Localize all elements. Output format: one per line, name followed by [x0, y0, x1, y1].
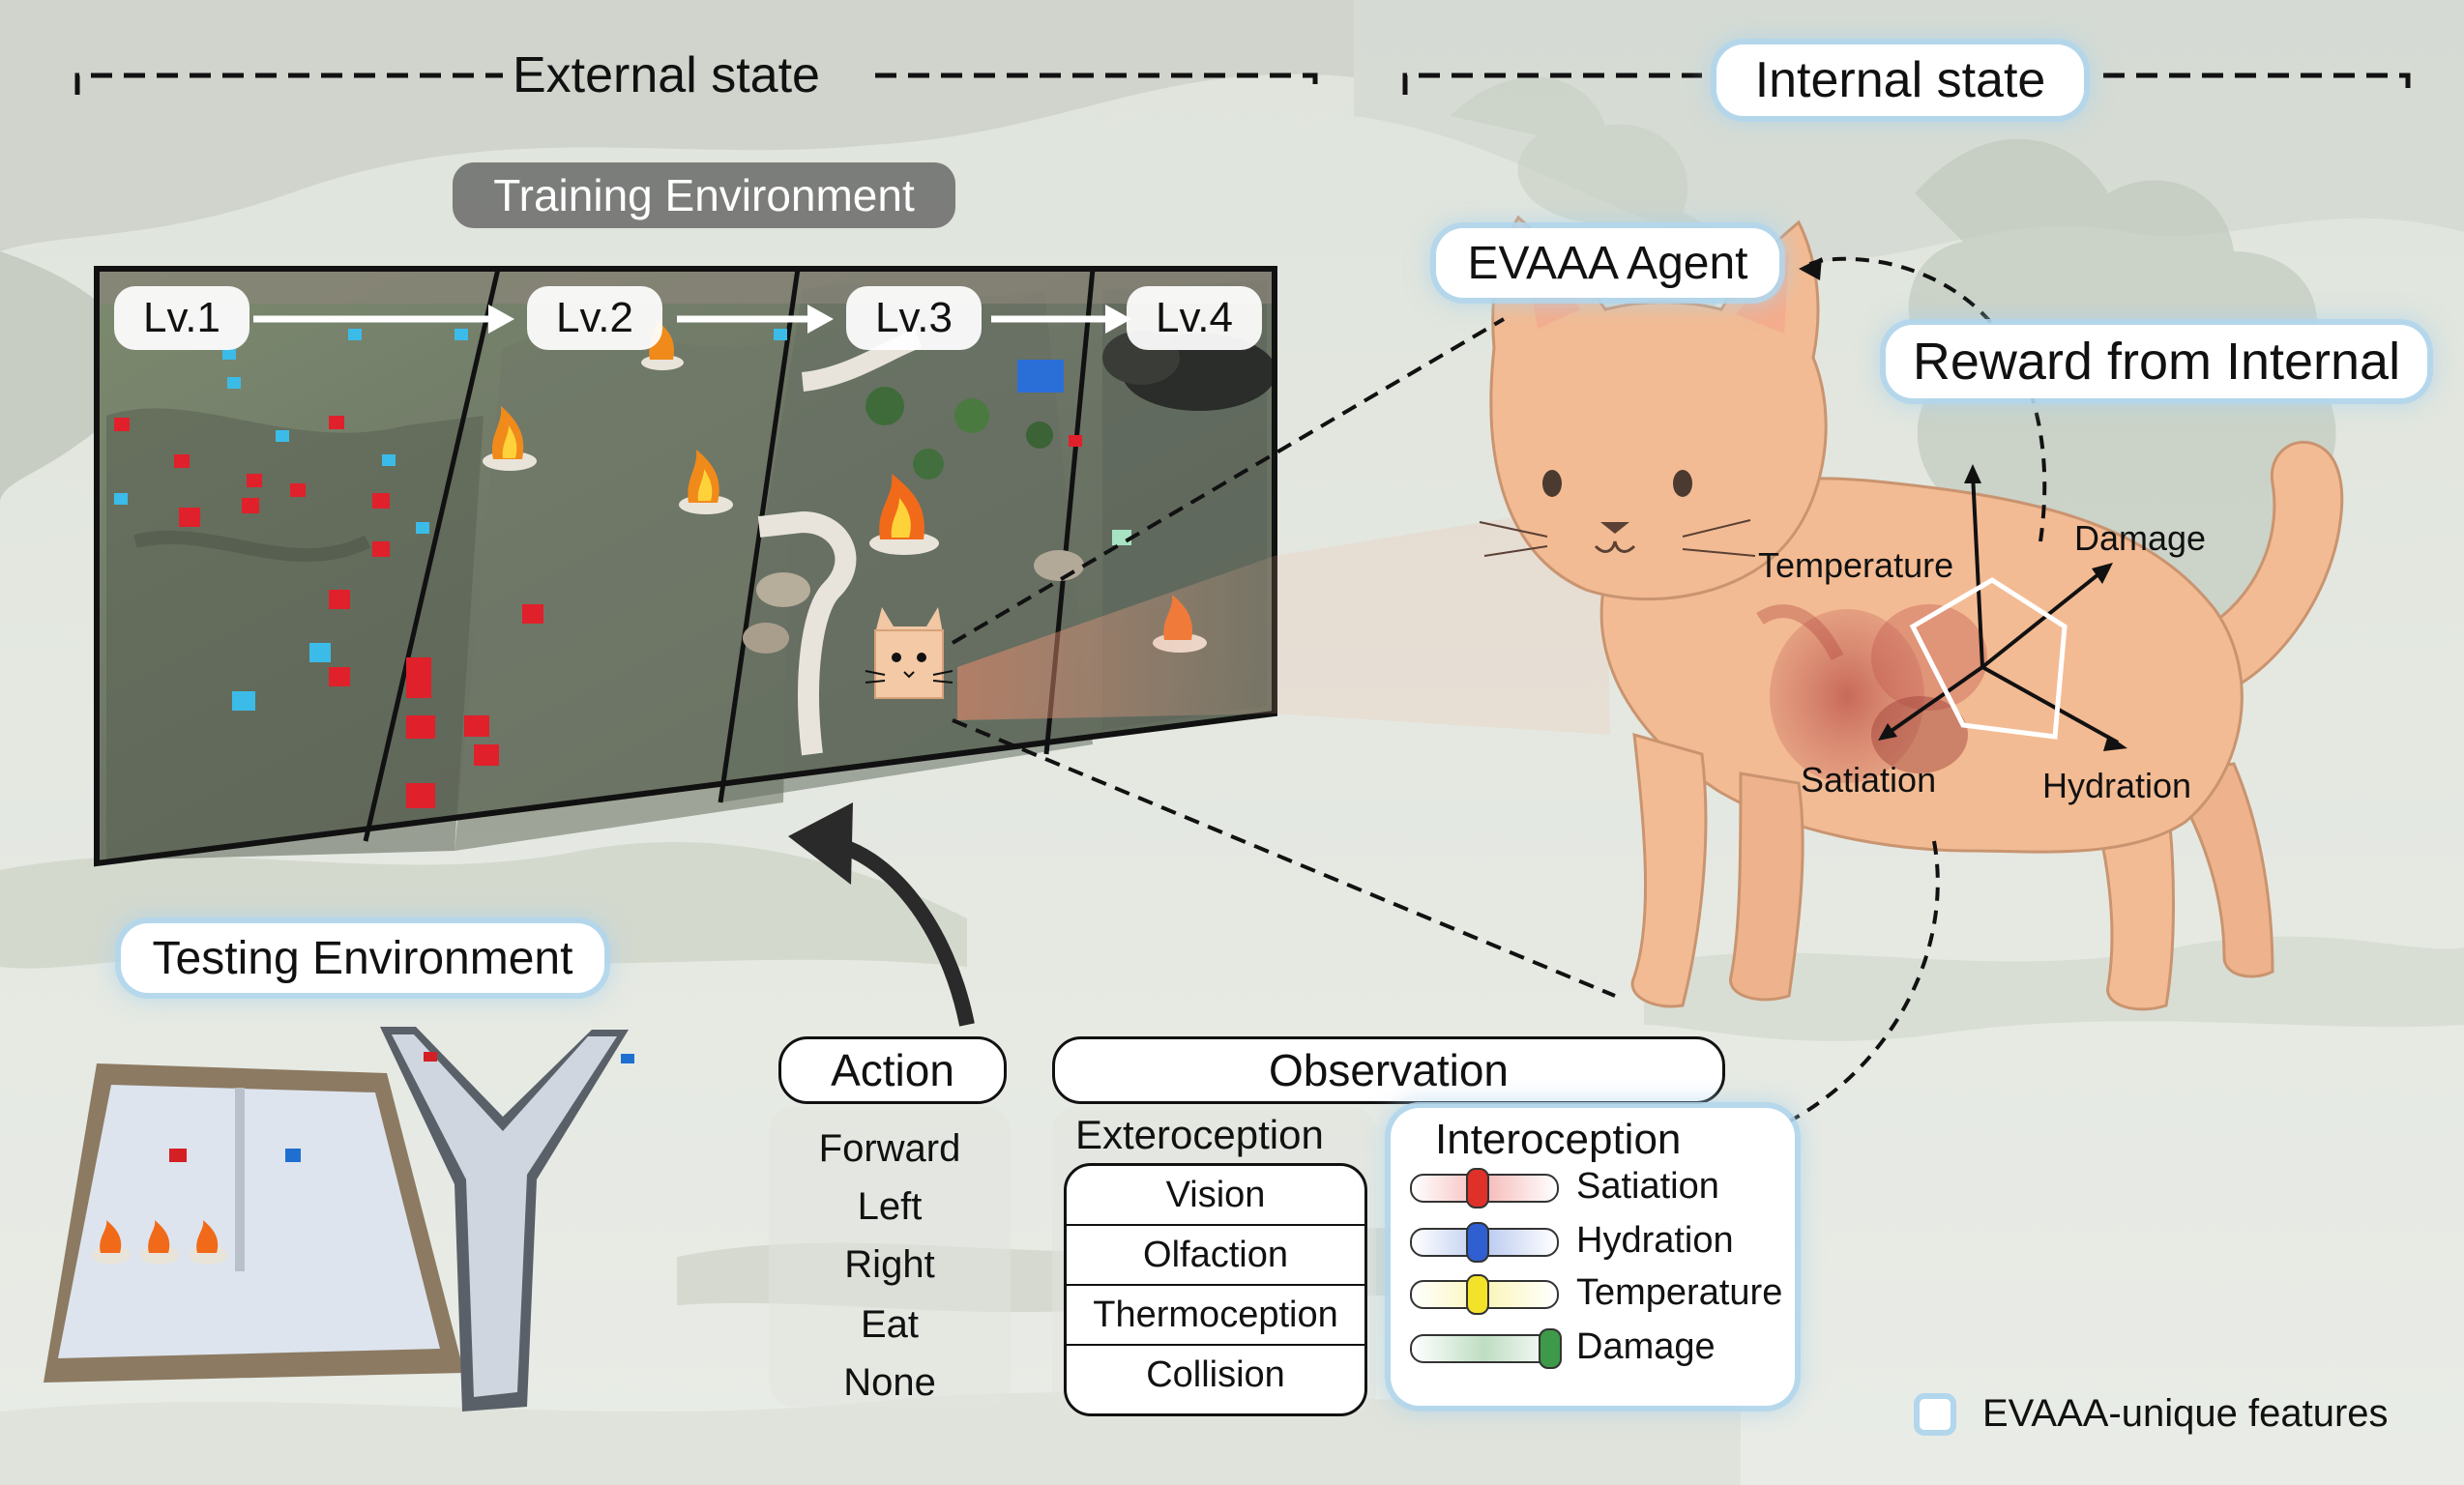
reward-from-internal-label: Reward from Internal	[1886, 325, 2427, 398]
level-1-label: Lv.1	[114, 286, 249, 350]
sense-vision: Vision	[1067, 1166, 1364, 1226]
legend-swatch	[1914, 1393, 1956, 1436]
action-right: Right	[844, 1243, 935, 1286]
interoception-row-2: Temperature	[1410, 1270, 1782, 1317]
action-none: None	[843, 1361, 936, 1404]
action-header: Action	[778, 1036, 1007, 1104]
evaaa-agent-label: EVAAA Agent	[1436, 228, 1779, 298]
interoception-gauge-knob	[1539, 1328, 1562, 1369]
interoception-label: Damage	[1576, 1326, 1716, 1367]
interoception-label: Hydration	[1576, 1220, 1734, 1261]
radar-label-temperature: Temperature	[1758, 545, 1954, 585]
sense-thermoception: Thermoception	[1067, 1286, 1364, 1346]
legend-label: EVAAA-unique features	[1982, 1392, 2389, 1435]
observation-header: Observation	[1052, 1036, 1725, 1104]
interoception-title: Interoception	[1435, 1116, 1682, 1163]
interoception-row-3: Damage	[1410, 1325, 1777, 1371]
action-forward: Forward	[818, 1127, 961, 1170]
sense-olfaction: Olfaction	[1067, 1226, 1364, 1286]
action-eat: Eat	[860, 1303, 920, 1346]
radar-label-hydration: Hydration	[2042, 766, 2192, 805]
interoception-gauge-knob	[1466, 1274, 1489, 1315]
level-4-label: Lv.4	[1127, 286, 1262, 350]
agent-cube-icon	[865, 607, 953, 699]
exteroception-title: Exteroception	[1075, 1112, 1324, 1157]
radar-label-damage: Damage	[2074, 518, 2207, 558]
testing-environment-label: Testing Environment	[121, 923, 604, 993]
sense-collision: Collision	[1146, 1354, 1285, 1395]
testing-environment-image	[44, 1027, 634, 1412]
level-2-label: Lv.2	[527, 286, 662, 350]
action-list-panel	[769, 1107, 1011, 1407]
food-cubes	[114, 329, 1082, 808]
fire-icon	[189, 1220, 227, 1265]
fire-icon	[483, 406, 537, 471]
interoception-gauge-knob	[1466, 1168, 1489, 1208]
fire-icon	[140, 1220, 179, 1265]
radar-label-satiation: Satiation	[1801, 760, 1937, 800]
level-3-label: Lv.3	[846, 286, 982, 350]
interoception-gauge-knob	[1466, 1222, 1489, 1263]
fire-icon	[92, 1220, 131, 1265]
action-left: Left	[857, 1185, 923, 1228]
fire-icon	[869, 474, 939, 555]
interoception-label: Satiation	[1576, 1166, 1719, 1207]
external-state-heading: External state	[513, 47, 820, 103]
internal-state-heading: Internal state	[1716, 44, 2084, 116]
fire-icon	[679, 450, 733, 514]
interoception-gauge	[1410, 1334, 1559, 1363]
exteroception-list: Vision Olfaction Thermoception Collision	[1064, 1163, 1367, 1416]
interoception-row-0: Satiation	[1410, 1164, 1777, 1210]
interoception-label: Temperature	[1576, 1272, 1783, 1313]
interoception-row-1: Hydration	[1410, 1218, 1777, 1265]
cat-illustration	[1479, 215, 2344, 1011]
training-environment-label: Training Environment	[453, 162, 955, 228]
